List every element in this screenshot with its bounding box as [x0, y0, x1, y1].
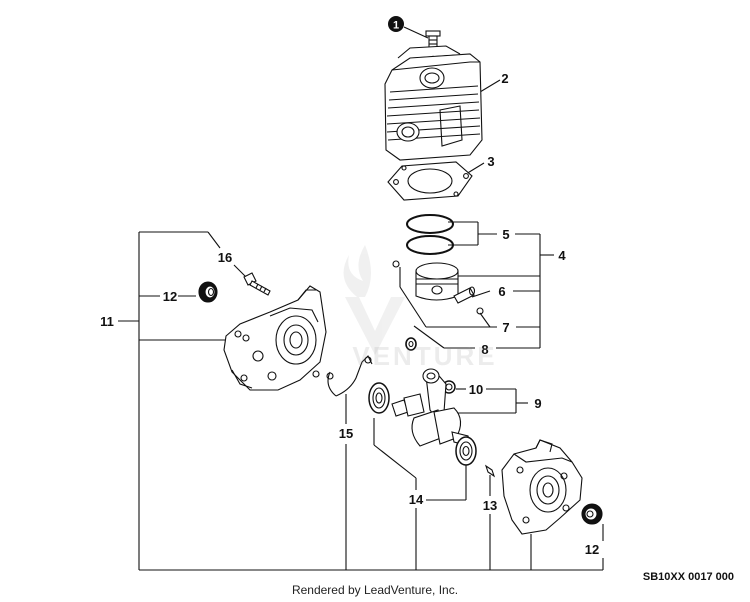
callout-10: 10: [469, 382, 483, 397]
callout-6: 6: [498, 284, 505, 299]
crankcase-icon: [501, 439, 583, 535]
footer-credit: Rendered by LeadVenture, Inc.: [291, 583, 459, 597]
callout-15: 15: [339, 426, 353, 441]
bolt-icon: [243, 272, 271, 296]
callout-13: 13: [483, 498, 497, 513]
svg-text:VENTURE: VENTURE: [352, 341, 497, 371]
callout-9: 9: [534, 396, 541, 411]
callout-14: 14: [409, 492, 424, 507]
callout-12-right: 12: [585, 542, 599, 557]
leader-lines: [118, 26, 604, 571]
dowel-pin-icon: [484, 464, 496, 478]
diagram-code: SB10XX 0017 000: [642, 571, 734, 583]
gasket-icon: [326, 355, 373, 397]
watermark-logo: VENTURE: [343, 245, 497, 371]
callout-2: 2: [501, 71, 508, 86]
piston-ring-icon: [406, 214, 454, 255]
ball-bearing-icon: [368, 382, 477, 466]
oil-seal-icon: [581, 503, 603, 525]
callout-labels: 1 2 3 4 5 6 7 8 9 10 11 12 12 13 14 15 1…: [100, 16, 599, 557]
callout-11: 11: [100, 314, 114, 329]
callout-16: 16: [218, 250, 232, 265]
callout-3: 3: [487, 154, 494, 169]
crankcase-icon: [223, 285, 327, 391]
callout-4: 4: [558, 248, 566, 263]
callout-5: 5: [502, 227, 509, 242]
circlip-icon: [392, 260, 484, 315]
piston-pin-icon: [453, 286, 476, 304]
cylinder-icon: [384, 45, 483, 161]
callout-12-left: 12: [163, 289, 177, 304]
gasket-icon: [387, 161, 473, 201]
svg-text:1: 1: [393, 20, 399, 32]
washer-icon: [405, 337, 417, 351]
callout-1: 1: [388, 16, 404, 32]
oil-seal-icon: [198, 281, 218, 303]
crankshaft-icon: [391, 368, 471, 447]
callout-8: 8: [481, 342, 488, 357]
callout-7: 7: [502, 320, 509, 335]
